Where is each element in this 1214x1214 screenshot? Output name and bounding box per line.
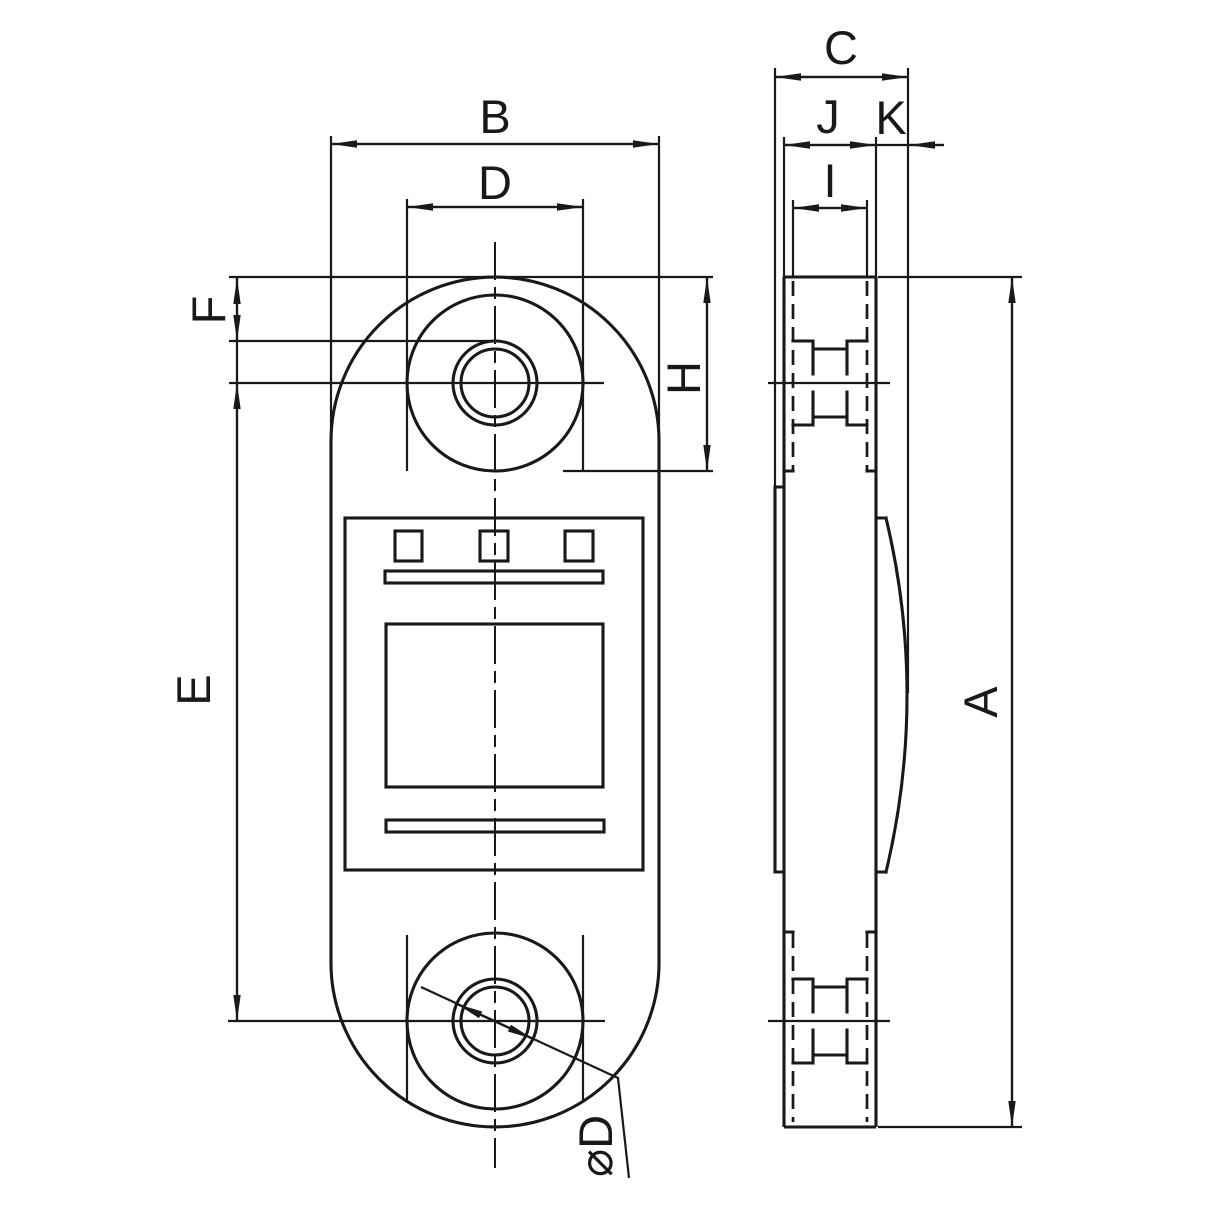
bottom-hole-outer-circle (451, 977, 539, 1065)
display-button-3 (563, 529, 595, 563)
display-window (384, 622, 605, 789)
top-pin-section (782, 339, 878, 473)
display-bar-bottom (384, 818, 606, 834)
bottom-pin-section (782, 930, 878, 1065)
dim-label-phi-d: ⌀D (569, 1115, 622, 1177)
display-bar-top (383, 569, 605, 585)
display-frame (343, 516, 645, 872)
display-cover-bulge (874, 516, 909, 874)
dim-label-j: J (816, 90, 840, 143)
front-body-outline (329, 275, 661, 1129)
side-extension-lines (768, 68, 1022, 1129)
dim-label-e: E (167, 674, 220, 705)
display-button-1 (393, 529, 424, 563)
top-hole-outer-circle (451, 339, 539, 427)
dim-label-a: A (954, 686, 1007, 718)
side-body-outline (782, 275, 878, 1129)
dim-label-f: F (182, 296, 235, 325)
display-button-2 (478, 529, 510, 563)
dim-label-h: H (657, 361, 710, 395)
dim-label-i: I (823, 154, 836, 207)
back-plate-edge (773, 485, 786, 874)
side-view: C J K I A (768, 21, 1022, 1129)
top-hole-inner-circle (459, 347, 531, 419)
top-boss-circle (405, 293, 585, 473)
front-view: B D F E H ⌀D (167, 90, 713, 1179)
dim-label-d: D (478, 156, 512, 209)
bore-hidden-lines (791, 281, 869, 1122)
dim-label-k: K (875, 91, 906, 144)
dim-label-b: B (479, 90, 510, 143)
front-extension-lines (228, 136, 713, 1179)
dim-label-c: C (824, 21, 858, 74)
bottom-boss-circle (405, 931, 585, 1111)
dim-phi-d-line (456, 1003, 534, 1040)
